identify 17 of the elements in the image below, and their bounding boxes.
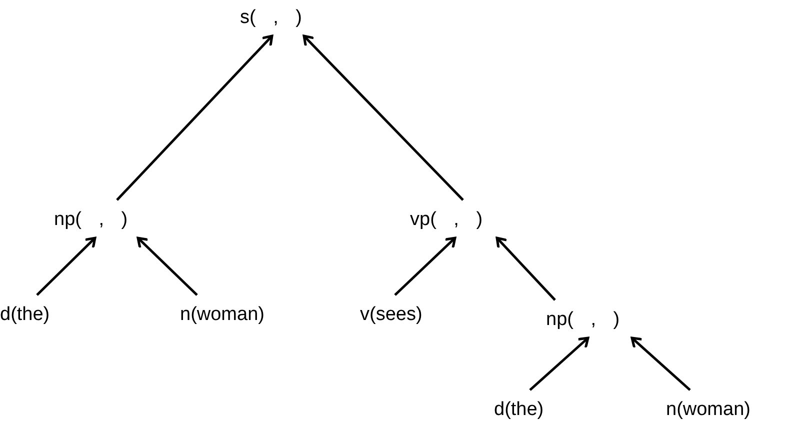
tree-node-label: d(the): [494, 398, 544, 422]
arrow: [36, 236, 96, 296]
arrow: [116, 34, 274, 201]
arrow: [529, 336, 590, 391]
tree-node-label: n(woman): [666, 398, 750, 422]
tree-node-label: np( , ): [54, 208, 128, 232]
tree-node-label: s( , ): [240, 6, 302, 30]
arrow: [136, 236, 198, 296]
arrow: [302, 34, 464, 201]
arrow: [630, 336, 691, 391]
tree-node-label: np( , ): [546, 308, 620, 332]
arrow: [496, 236, 556, 301]
tree-node-label: vp( , ): [410, 208, 483, 232]
tree-node-label: n(woman): [180, 303, 264, 327]
arrow: [394, 236, 456, 296]
tree-node-label: d(the): [0, 303, 50, 327]
tree-node-label: v(sees): [360, 303, 422, 327]
